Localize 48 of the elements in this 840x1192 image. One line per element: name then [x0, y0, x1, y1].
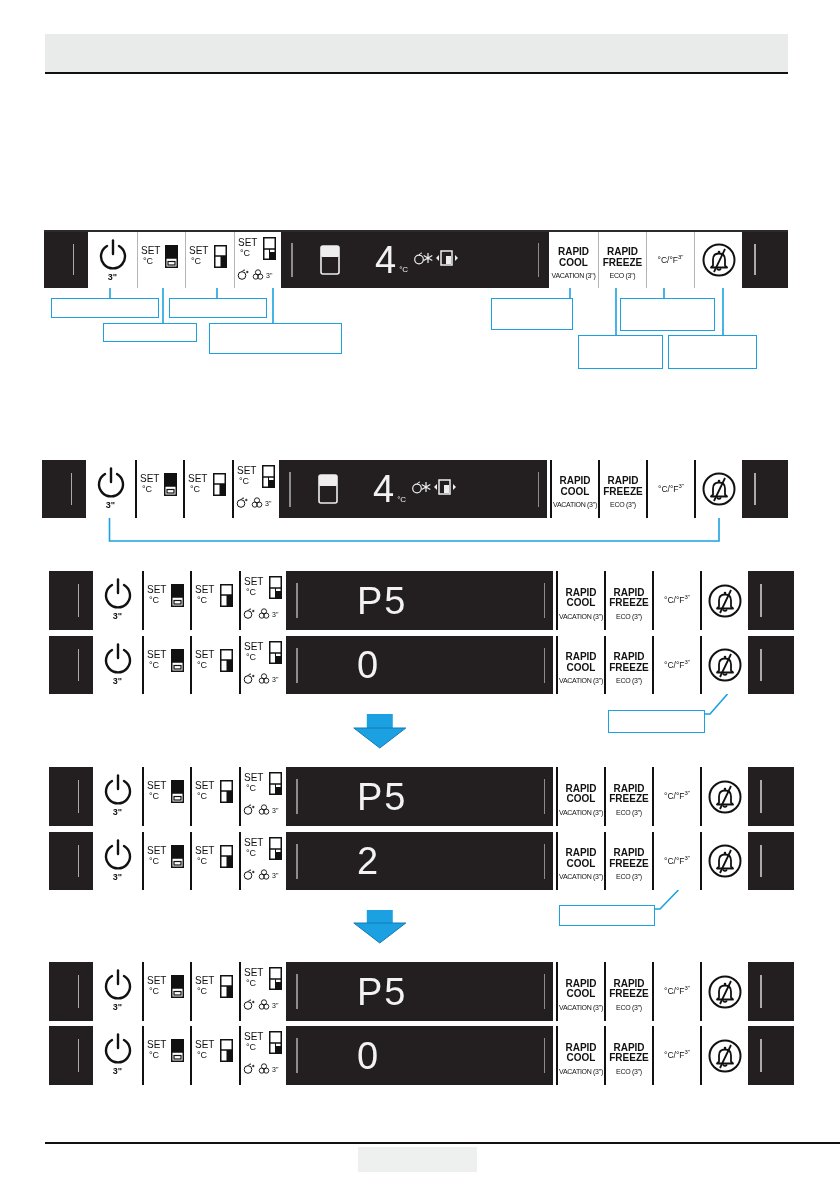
- alarm-button: [694, 232, 744, 288]
- control-panel: [49, 832, 794, 890]
- callout-box: [103, 323, 197, 342]
- leader-line: [615, 287, 617, 336]
- display-reading: 4: [373, 470, 397, 508]
- connector-line: [108, 517, 720, 542]
- display-reading: 4: [375, 241, 399, 279]
- leader-line: [663, 287, 665, 299]
- control-panel: [49, 571, 794, 630]
- leader-line: [109, 287, 111, 299]
- callout-box: [51, 298, 159, 318]
- display-reading: P5: [357, 581, 408, 620]
- display-screen: [288, 636, 553, 694]
- display-reading: 0: [357, 1036, 381, 1075]
- display-reading: 0: [357, 646, 381, 684]
- display-reading: P5: [357, 777, 408, 816]
- callout-box: [209, 323, 342, 354]
- leader-line: [162, 287, 164, 324]
- display-screen: [281, 460, 547, 518]
- display-screen: [283, 232, 547, 288]
- leader-line: [569, 287, 571, 299]
- display-reading: P5: [357, 972, 408, 1011]
- leader-line: [704, 693, 729, 715]
- callout-box: [169, 298, 267, 318]
- leader-line: [654, 889, 680, 910]
- control-panel: [49, 636, 794, 694]
- display-screen: [288, 962, 553, 1021]
- display-screen: [288, 832, 553, 890]
- leader-line: [272, 287, 274, 324]
- callout-box: [620, 298, 715, 331]
- display-reading: 2: [357, 842, 381, 880]
- control-panel: [49, 1026, 794, 1085]
- display-screen: [288, 1026, 553, 1085]
- leader-line: [216, 287, 218, 299]
- callout-box: [668, 335, 757, 369]
- callout-box: [578, 335, 663, 369]
- leader-line: [722, 287, 724, 336]
- control-panel: [42, 460, 788, 518]
- control-panel: [49, 962, 794, 1021]
- display-screen: [288, 571, 553, 630]
- control-panel: [44, 230, 788, 288]
- callout-box: [491, 298, 573, 330]
- callout-box: [608, 710, 705, 733]
- control-panel: [49, 767, 794, 826]
- unit-label: °C: [399, 266, 409, 274]
- callout-box: [559, 905, 655, 926]
- display-screen: [288, 767, 553, 826]
- unit-label: °C: [397, 496, 407, 504]
